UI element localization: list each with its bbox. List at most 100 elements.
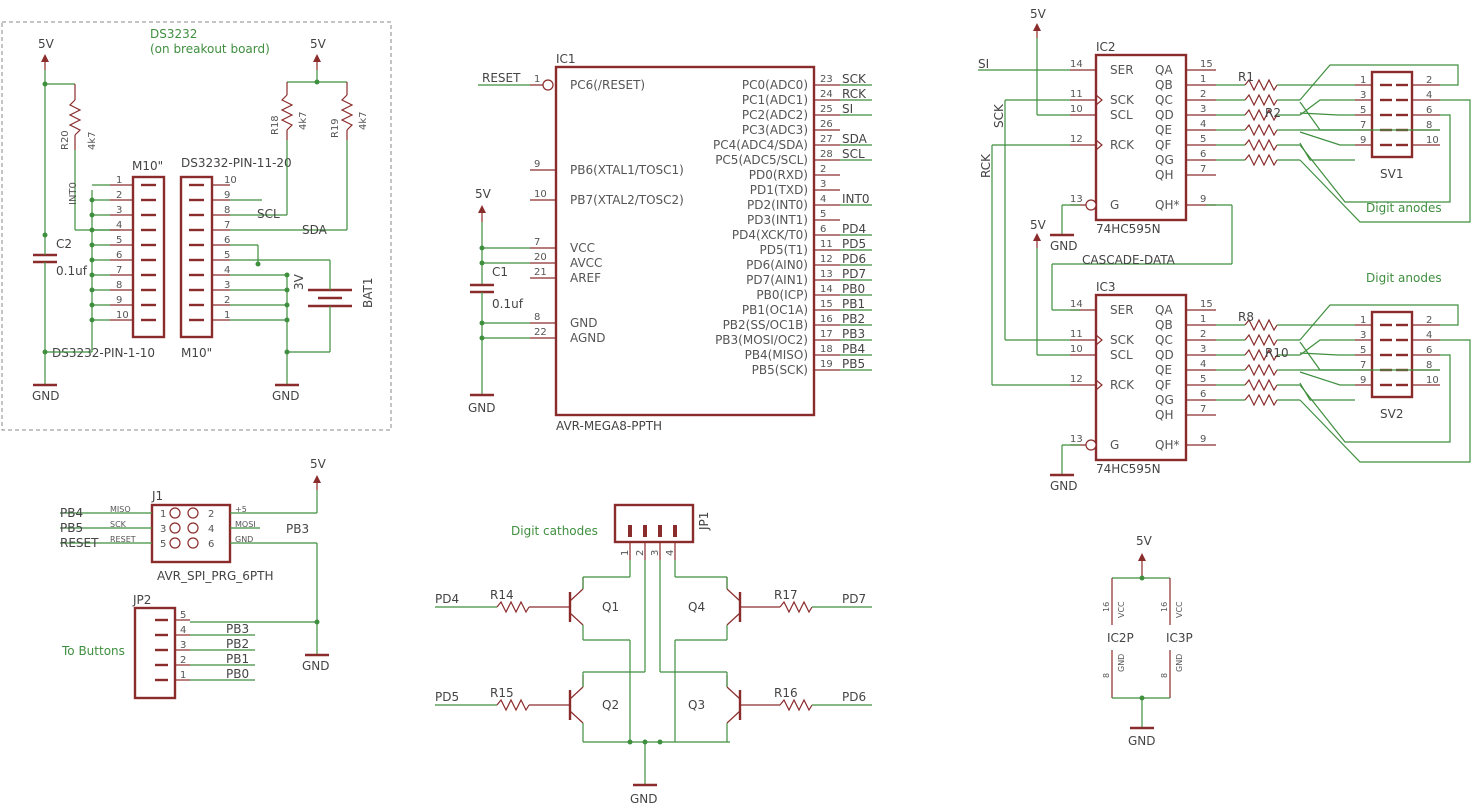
gnd-symbol: GND [468, 395, 496, 415]
pin-name: PD0(RXD) [749, 168, 808, 182]
pin-name: QB [1155, 318, 1173, 332]
pin-number: 11 [820, 239, 833, 250]
net-label: PB3 [842, 327, 865, 341]
pin-name: PC1(ADC1) [742, 93, 808, 107]
inverter-bubble [1086, 200, 1096, 210]
svg-text:4k7: 4k7 [358, 111, 369, 130]
pin-number: 7 [116, 265, 122, 276]
pin-name: QA [1155, 303, 1173, 317]
ds3232-subtitle: (on breakout board) [150, 42, 270, 56]
signal-name: RESET [110, 535, 136, 544]
svg-text:R20: R20 [60, 130, 71, 150]
connector-pin-body [628, 525, 632, 537]
pin-number: 4 [1200, 119, 1206, 130]
pin-name: PB1(OC1A) [742, 303, 808, 317]
pin-name: PD4(XCK/T0) [732, 228, 808, 242]
net-label: PD5 [435, 690, 459, 704]
gnd-symbol: GND [1050, 235, 1078, 253]
svg-text:R18: R18 [270, 115, 281, 135]
pin-number: 10 [224, 175, 237, 186]
pin-number: 1 [160, 509, 166, 520]
svg-text:5V: 5V [1030, 218, 1047, 232]
pin-number: 12 [1070, 374, 1083, 385]
pin-name: G [1110, 198, 1119, 212]
pin-name: PB4(MISO) [745, 348, 808, 362]
pin-number: 7 [1200, 164, 1206, 175]
pin-name: QB [1155, 78, 1173, 92]
pin-name: PC0(ADC0) [742, 78, 808, 92]
signal-name: SCK [110, 520, 127, 529]
reset-net-label: RESET [482, 71, 521, 85]
pin-name: PB2(SS/OC1B) [723, 318, 808, 332]
pin-number: 4 [820, 194, 826, 205]
svg-text:0.1uf: 0.1uf [492, 297, 524, 311]
pin-number: 5 [224, 250, 230, 261]
pin-number: 6 [1200, 149, 1206, 160]
pin-number: 2 [1200, 329, 1206, 340]
pin-number: 5 [116, 235, 122, 246]
pin-number: 18 [820, 344, 833, 355]
pin-number: 5 [1200, 374, 1206, 385]
pin-number: 8 [1426, 120, 1432, 131]
resistor-r14 [497, 602, 529, 612]
emitter [570, 711, 583, 723]
pin-number: 4 [208, 524, 214, 535]
transistor-q4: Q4R17PD7 [688, 577, 872, 625]
net-label: PD6 [842, 252, 866, 266]
ds3232-pin-1-10-label: DS3232-PIN-1-10 [52, 346, 155, 360]
power-pins-ic2p-ic3p: 5V 16 VCC 16 VCC IC2P IC3P 8 GND 8 GND G… [1102, 534, 1193, 748]
pin-number: 23 [820, 74, 833, 85]
svg-text:5V: 5V [1030, 7, 1047, 21]
pin-name: QH [1155, 408, 1173, 422]
svg-text:3V: 3V [292, 273, 306, 290]
svg-text:VCC: VCC [1117, 601, 1126, 618]
svg-text:GND: GND [468, 401, 496, 415]
signal-name: +5 [235, 505, 247, 514]
emitter [570, 613, 583, 625]
pin-name: PB5(SCK) [752, 363, 808, 377]
pin-name: QH [1155, 168, 1173, 182]
svg-text:R19: R19 [330, 118, 341, 138]
pin-name: QD [1155, 108, 1174, 122]
signal-name: GND [235, 535, 253, 544]
pin-number: 4 [1426, 90, 1432, 101]
pin-number: 9 [1200, 434, 1206, 445]
svg-text:JP2: JP2 [132, 593, 151, 607]
svg-text:C2: C2 [56, 237, 72, 251]
pin-number: 1 [180, 670, 186, 681]
pin-number: 4 [116, 220, 122, 231]
sv2-header: SV2Digit anodes13579246810 [1355, 271, 1442, 421]
pin-name: QH* [1155, 438, 1179, 452]
pin-number: 3 [820, 179, 826, 190]
pin-number: 3 [650, 550, 661, 556]
pin-number: 25 [820, 104, 833, 115]
net-label: PB5 [842, 357, 865, 371]
pin-number: 12 [820, 254, 833, 265]
pin-name: PC3(ADC3) [742, 123, 808, 137]
pin-number: 2 [116, 190, 122, 201]
pin-name: QG [1155, 153, 1174, 167]
pin-number: 1 [1360, 315, 1366, 326]
pin-name: SER [1110, 63, 1134, 77]
pin-name: RCK [1110, 378, 1135, 392]
emitter [727, 711, 740, 723]
pin-number: 2 [208, 509, 214, 520]
ic2-74hc595: IC274HC595N14SER11SCK10SCL12RCK13G15QA1Q… [1070, 40, 1470, 236]
gnd-symbol: GND [302, 655, 330, 673]
collector [727, 589, 740, 601]
net-label: PB2 [226, 637, 249, 651]
svg-text:4k7: 4k7 [87, 131, 98, 150]
gnd-symbol: GND [272, 385, 300, 403]
anode-wiring [1300, 305, 1470, 462]
pin-number: 3 [116, 205, 122, 216]
pin-number: 4 [224, 265, 230, 276]
pin-number: 3 [1200, 104, 1206, 115]
pin-number: 3 [1360, 90, 1366, 101]
net-label: RESET [60, 536, 99, 550]
svg-text:GND: GND [1050, 239, 1078, 253]
svg-text:IC2P: IC2P [1107, 631, 1134, 645]
pin-number: 7 [224, 220, 230, 231]
pin-name: QC [1155, 93, 1173, 107]
pin-number: 4 [180, 625, 186, 636]
net-label: PB4 [60, 506, 83, 520]
